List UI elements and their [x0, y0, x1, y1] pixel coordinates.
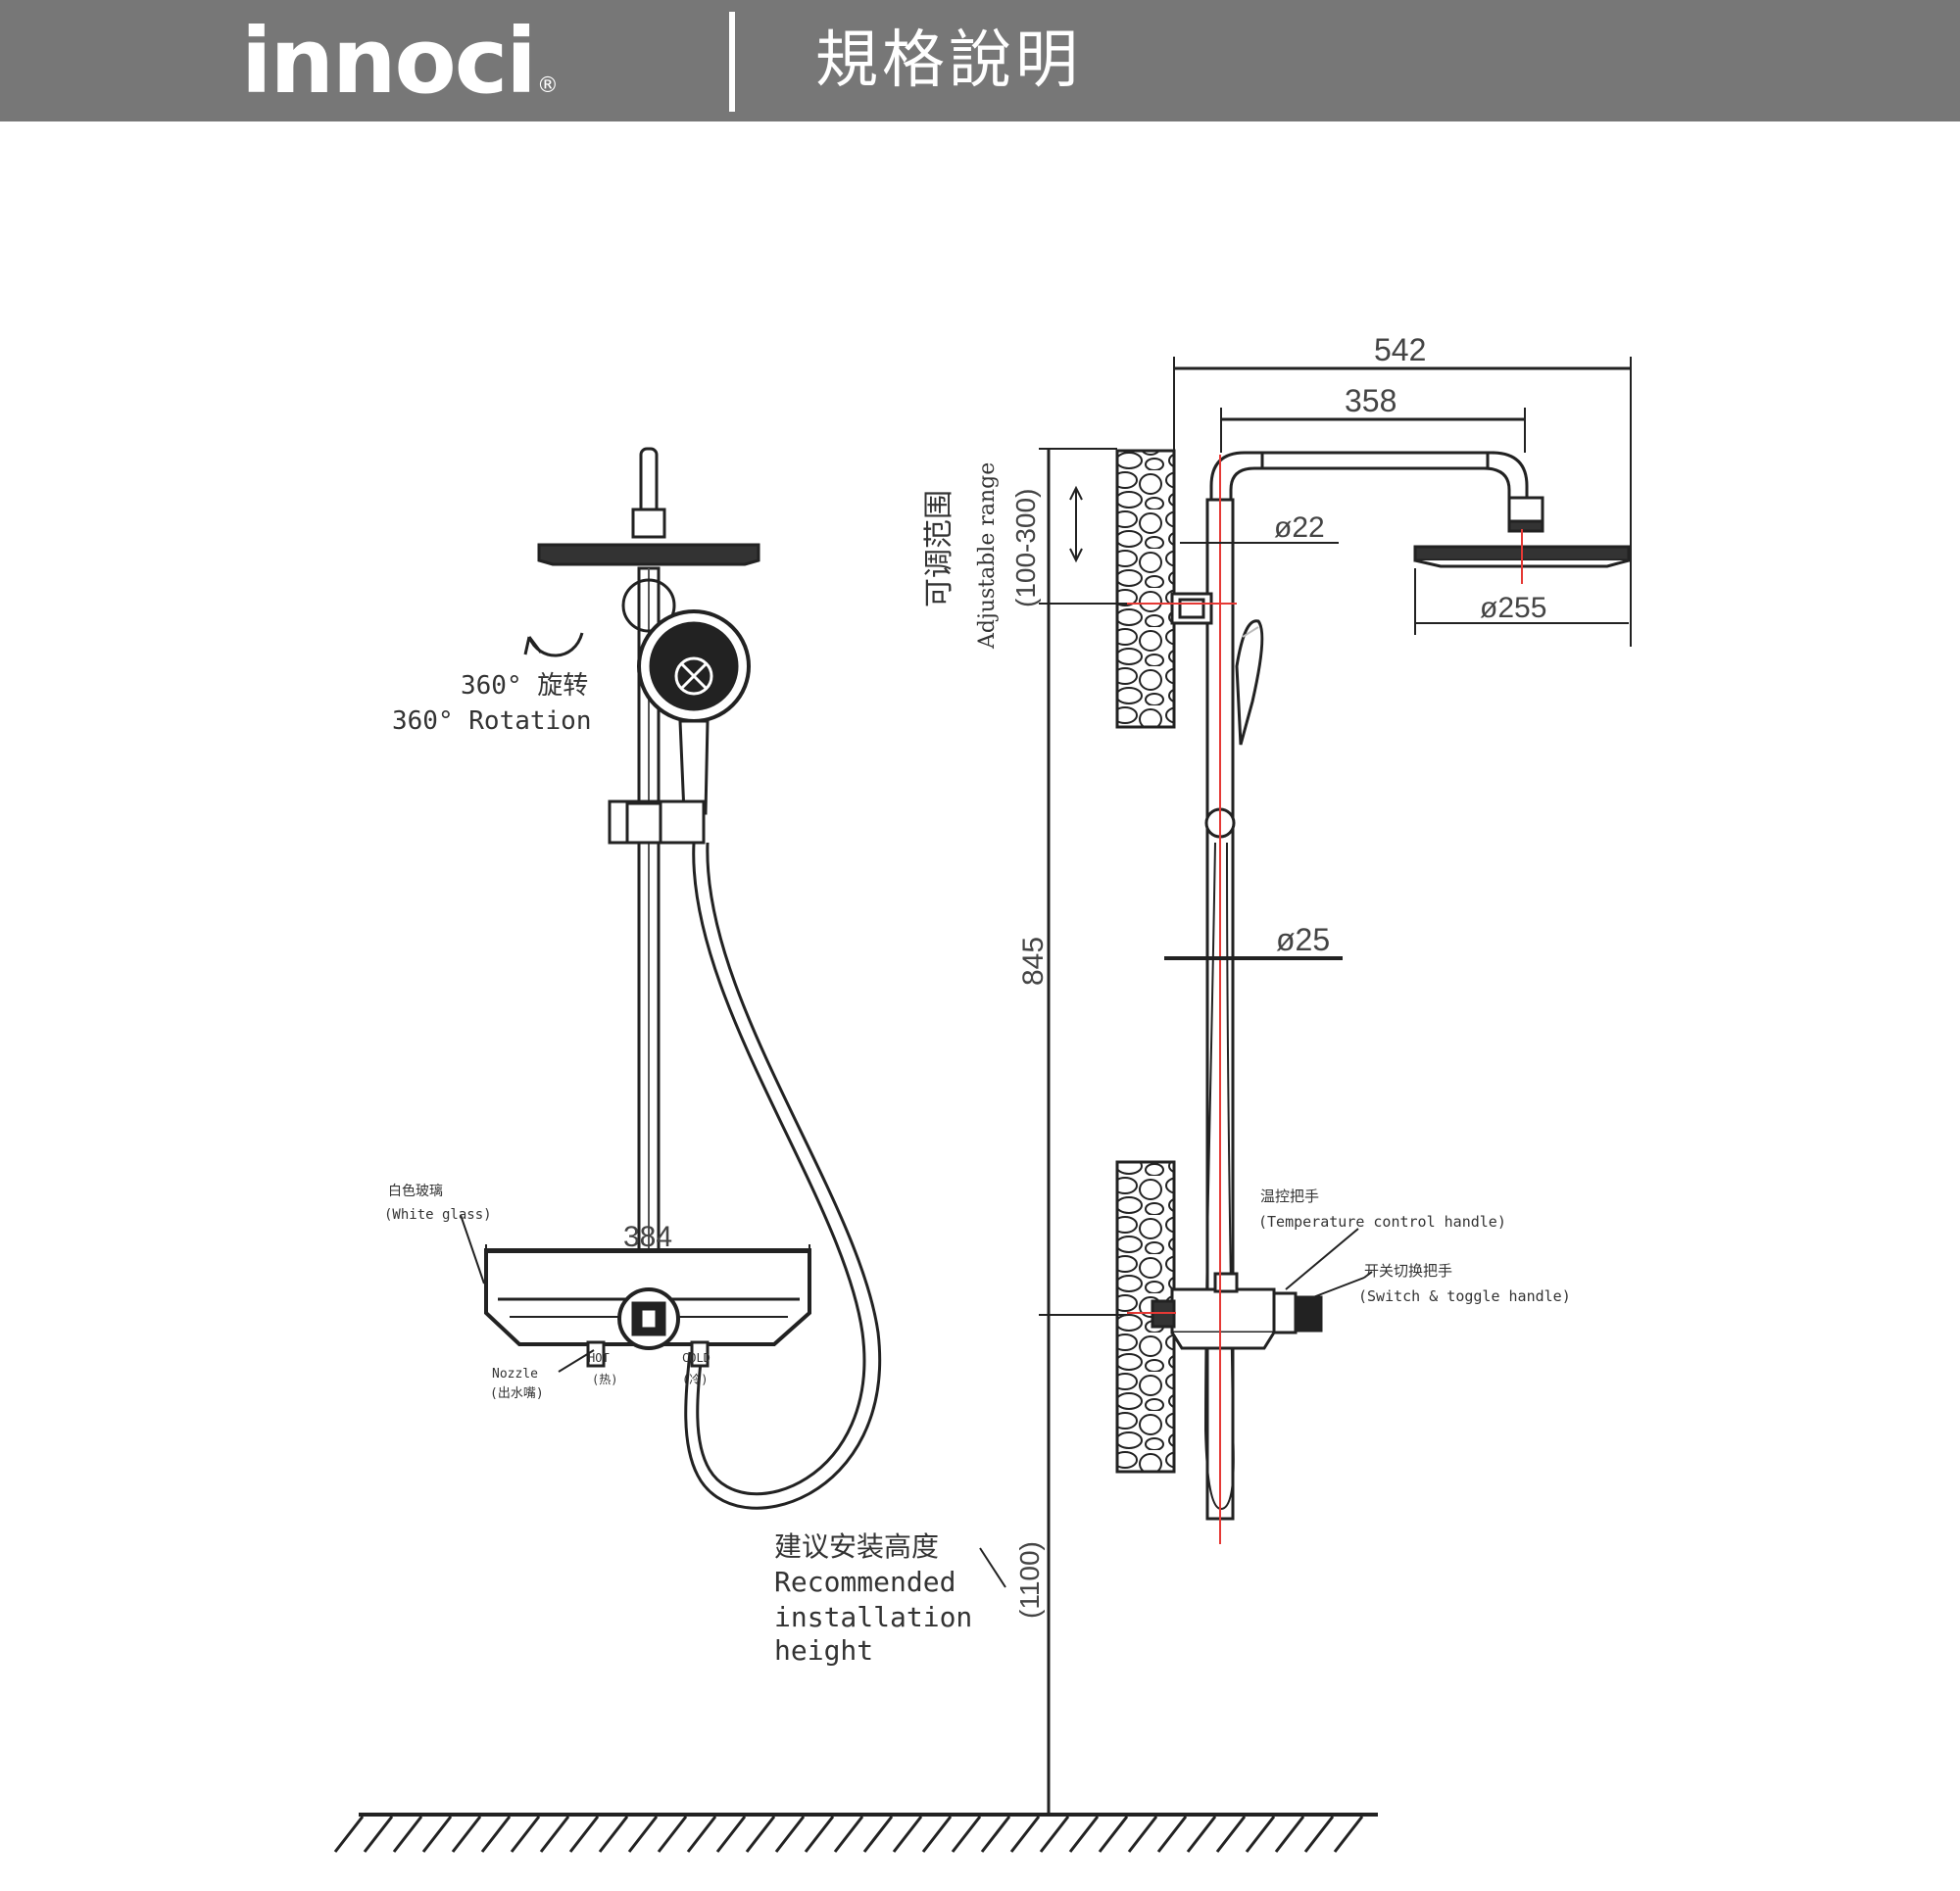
label-switch-en: (Switch & toggle handle): [1358, 1287, 1571, 1305]
label-rotation-cn: 360° 旋转: [461, 671, 588, 701]
front-view: [460, 447, 1006, 1588]
label-temp-en: (Temperature control handle): [1258, 1213, 1506, 1231]
dim-overall-width: 542: [1374, 332, 1426, 367]
brand-name: innoci: [241, 9, 537, 114]
dim-arm-length: 358: [1345, 383, 1396, 418]
side-view: [1039, 357, 1632, 1815]
label-glass-en: (White glass): [384, 1207, 492, 1223]
dim-arm-diameter: ø22: [1274, 511, 1325, 544]
label-switch-cn: 开关切换把手: [1364, 1262, 1452, 1280]
floor: [333, 1813, 1378, 1853]
label-adjust-en: Adjustable range: [975, 462, 1000, 650]
label-rotation-en: 360° Rotation: [392, 706, 592, 736]
page-title: 規格說明: [815, 24, 1082, 97]
label-glass-cn: 白色玻璃: [388, 1183, 443, 1199]
header-bar: innoci® 規格說明: [0, 0, 1960, 121]
label-install-cn: 建议安装高度: [774, 1530, 939, 1563]
label-hot-cn: (热): [592, 1373, 617, 1386]
label-nozzle-cn: (出水嘴): [490, 1386, 544, 1401]
label-nozzle-en: Nozzle: [492, 1367, 538, 1382]
label-cold-cn: (冷): [682, 1373, 708, 1386]
label-install-en-1: Recommended: [774, 1566, 956, 1598]
dim-glass-width: 384: [623, 1221, 672, 1253]
label-install-en-3: height: [774, 1634, 873, 1667]
brand-logo: innoci®: [241, 8, 559, 140]
label-adjust-cn: 可调范围: [922, 490, 956, 607]
rain-head-front: [537, 543, 760, 566]
label-temp-cn: 温控把手: [1260, 1188, 1319, 1205]
label-cold-en: COLD: [682, 1351, 710, 1365]
handheld-spray-face: [649, 621, 739, 711]
dim-head-diameter: ø255: [1480, 592, 1546, 624]
dim-pipe-diameter: ø25: [1276, 922, 1330, 957]
label-install-en-2: installation: [774, 1601, 972, 1633]
label-hot-en: HOT: [588, 1351, 610, 1365]
registered-mark: ®: [536, 73, 559, 98]
wall-section-upper: [1115, 449, 1176, 729]
dim-adjustable: (100-300): [1010, 489, 1041, 607]
header-divider: [729, 12, 735, 112]
dim-install-height: (1100): [1014, 1541, 1045, 1619]
dim-pipe-height: 845: [1017, 937, 1050, 986]
